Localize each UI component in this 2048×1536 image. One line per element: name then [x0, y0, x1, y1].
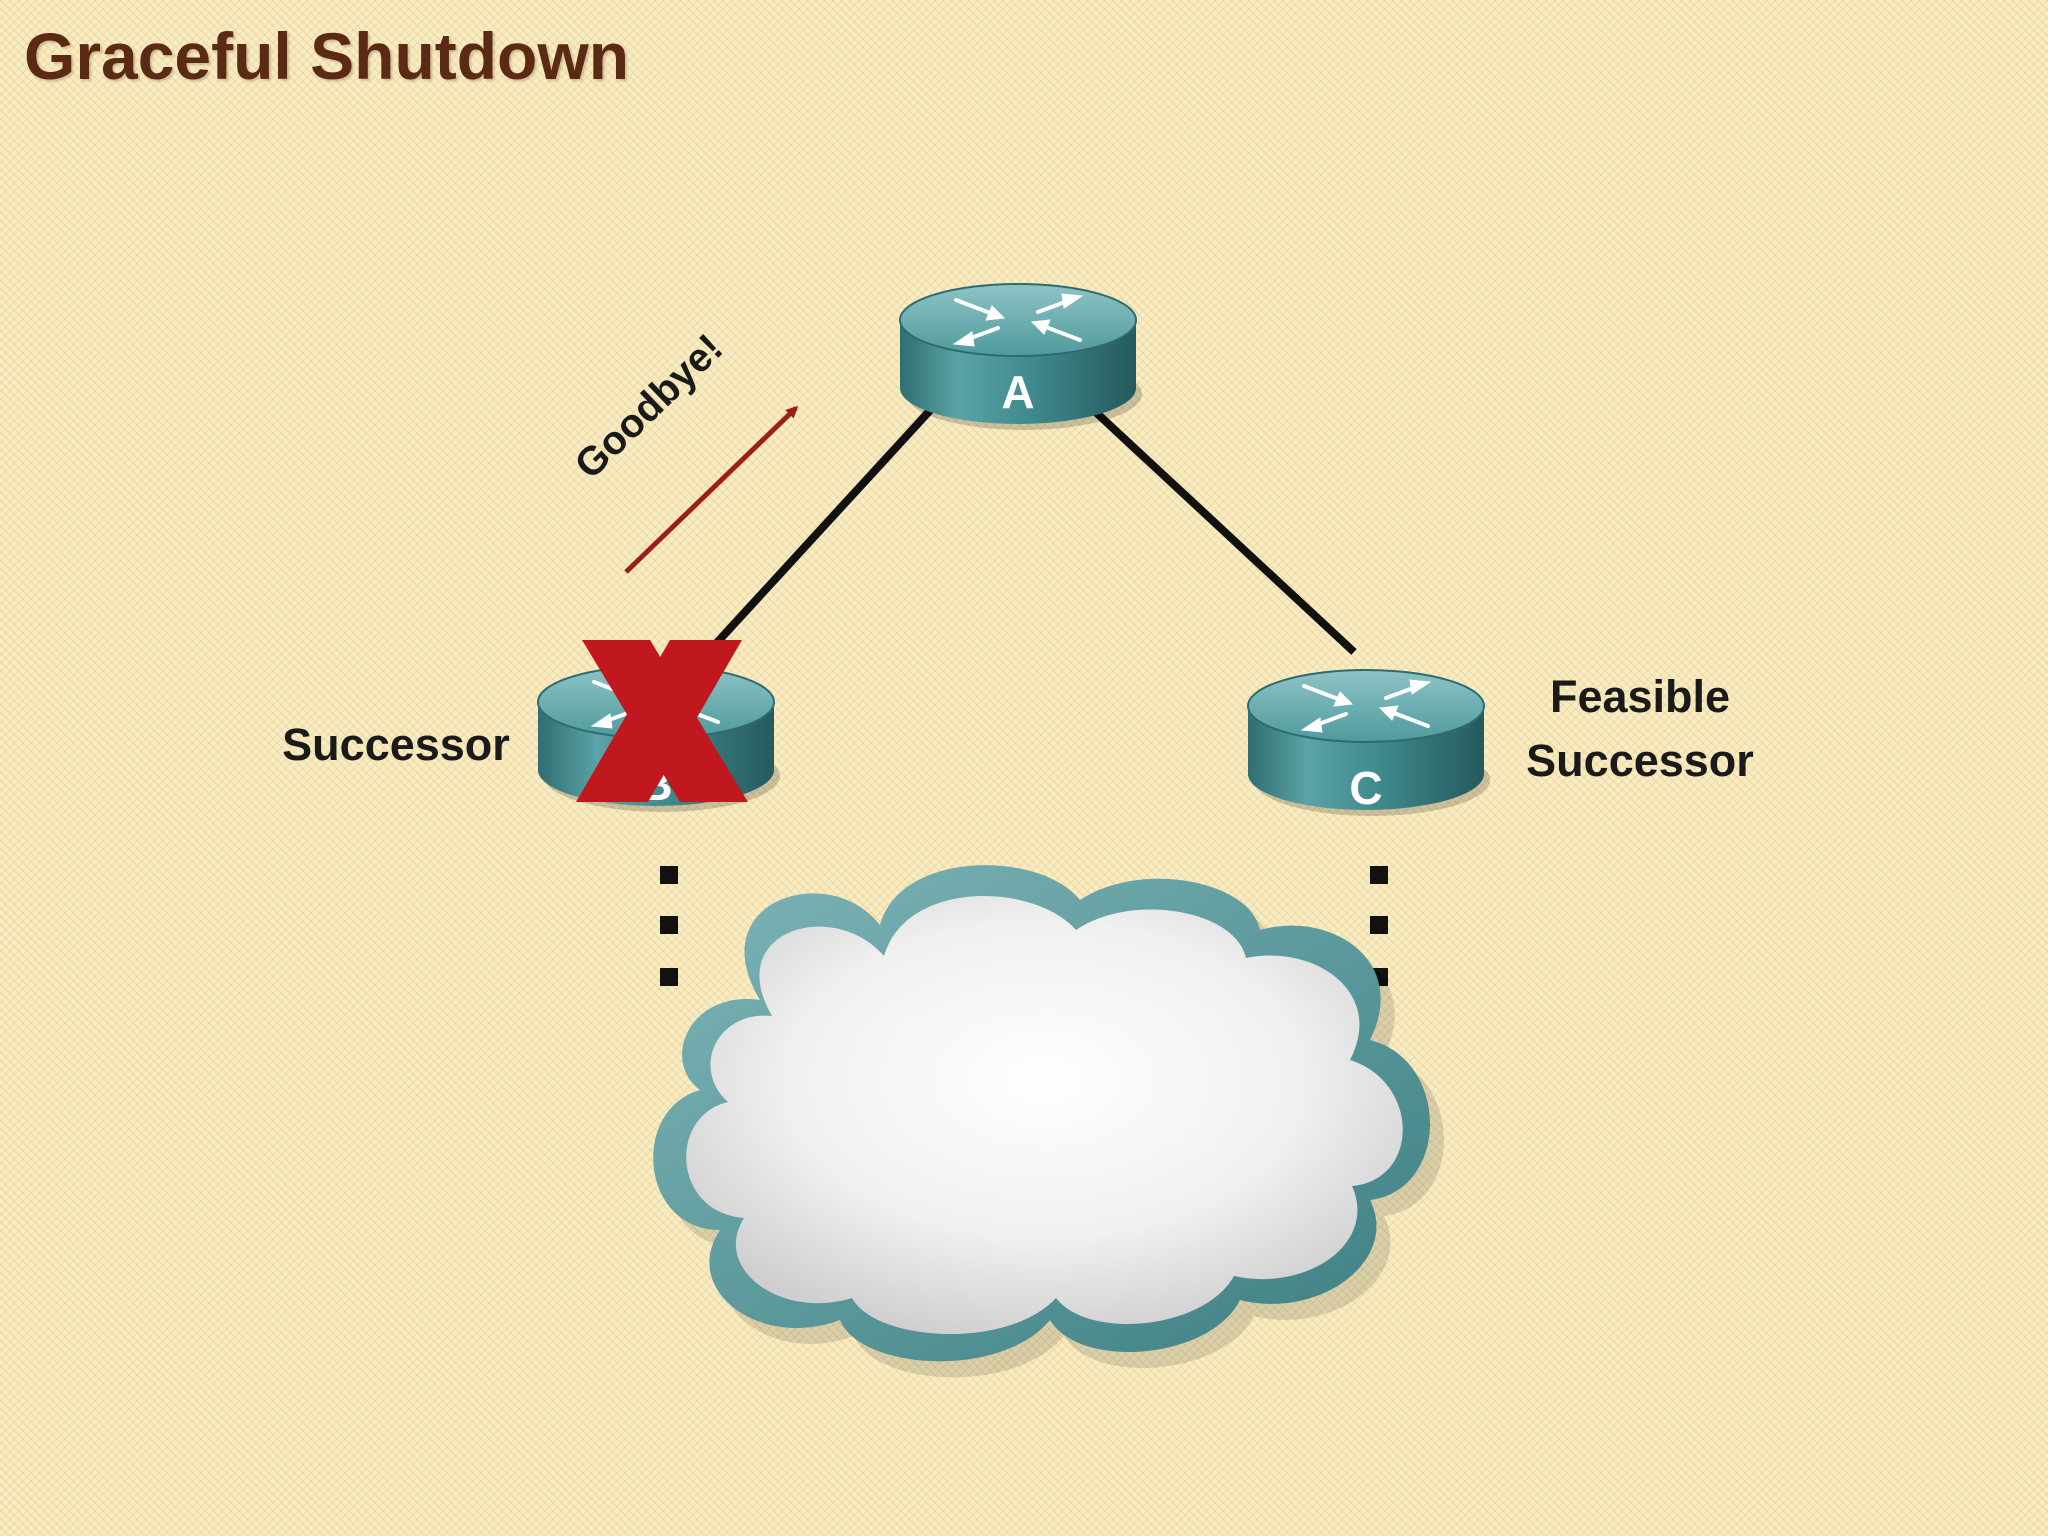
- feasible-label: Feasible: [1550, 671, 1730, 722]
- goodbye-message: Goodbye!: [567, 326, 732, 487]
- goodbye-arrow: [624, 405, 799, 574]
- page-title: Graceful Shutdown: [24, 19, 630, 93]
- link-a-b: [709, 402, 938, 651]
- router-c-label: C: [1349, 762, 1382, 814]
- feasible-successor-label: Successor: [1526, 735, 1754, 786]
- router-a-label: A: [1001, 366, 1034, 418]
- x-mark-icon: [576, 640, 748, 802]
- dotted-link-c: [1370, 866, 1388, 986]
- router-a[interactable]: A: [898, 282, 1144, 432]
- dotted-link-b: [660, 866, 678, 986]
- link-a-c: [1085, 402, 1357, 655]
- successor-label: Successor: [282, 719, 510, 770]
- router-c[interactable]: C: [1246, 668, 1492, 818]
- cloud-icon: [653, 865, 1444, 1378]
